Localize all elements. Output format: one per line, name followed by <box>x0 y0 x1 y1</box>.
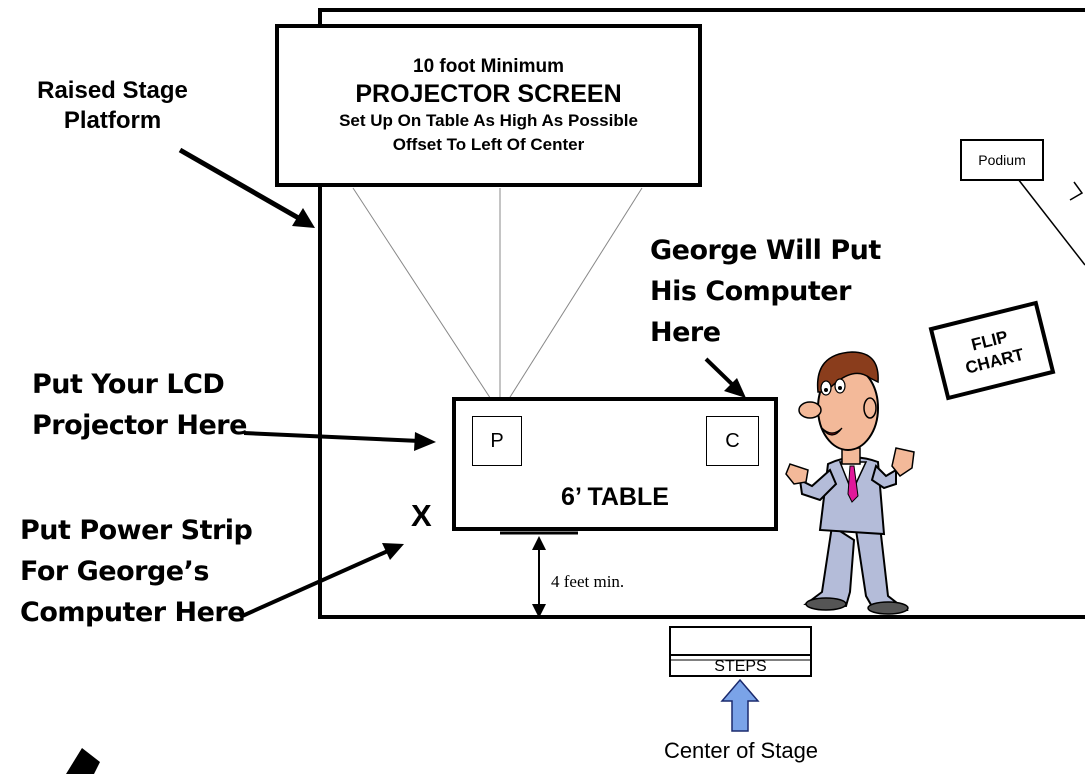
power-strip-label: Put Power Strip For George’s Computer He… <box>20 510 253 633</box>
computer-spot-box: C <box>706 416 759 466</box>
steps-graphic <box>669 626 812 677</box>
power-strip-arrow <box>239 543 404 619</box>
presenter-figure <box>785 351 915 615</box>
center-of-stage-label: Center of Stage <box>663 738 819 763</box>
power-line2: For George’s <box>20 556 209 587</box>
podium-box: Podium <box>960 139 1044 181</box>
stage-platform <box>318 8 1085 619</box>
lcd-line2: Projector Here <box>32 410 247 441</box>
computer-spot-label: C <box>725 429 740 452</box>
george-line1: George Will Put <box>650 235 881 266</box>
screen-offset-note: Offset To Left Of Center <box>392 134 585 154</box>
raised-stage-label: Raised Stage Platform <box>0 76 225 136</box>
podium-pointer <box>1017 178 1085 266</box>
projector-screen-box: 10 foot Minimum PROJECTOR SCREEN Set Up … <box>275 24 702 187</box>
steps-label: STEPS <box>714 658 767 675</box>
power-line1: Put Power Strip <box>20 515 253 546</box>
lcd-line1: Put Your LCD <box>32 369 225 400</box>
bottom-left-arrow-stub <box>66 748 100 774</box>
power-line3: Computer Here <box>20 597 246 628</box>
george-computer-arrow <box>704 357 746 398</box>
george-line2: His Computer <box>650 276 851 307</box>
screen-height-note: Set Up On Table As High As Possible <box>339 110 638 130</box>
power-strip-x-mark: X <box>411 498 432 533</box>
four-feet-arrow <box>532 536 546 618</box>
lcd-arrow <box>243 431 436 451</box>
projector-screen-title: PROJECTOR SCREEN <box>355 79 622 108</box>
projector-spot-box: P <box>472 416 522 466</box>
george-computer-label: George Will Put His Computer Here <box>650 230 881 353</box>
six-foot-table: P C 6’ TABLE <box>452 397 778 531</box>
podium-label: Podium <box>978 152 1026 168</box>
raised-stage-line1: Raised Stage <box>37 77 188 104</box>
projector-spot-label: P <box>490 429 504 452</box>
table-label: 6’ TABLE <box>561 482 669 511</box>
screen-size-note: 10 foot Minimum <box>413 55 564 77</box>
george-line3: Here <box>650 317 721 348</box>
center-stage-arrow <box>720 678 760 732</box>
lcd-projector-label: Put Your LCD Projector Here <box>32 364 247 446</box>
raised-stage-line2: Platform <box>63 107 162 134</box>
raised-stage-arrow <box>178 147 315 228</box>
projection-lines <box>352 187 643 414</box>
four-feet-min-label: 4 feet min. <box>551 572 625 591</box>
